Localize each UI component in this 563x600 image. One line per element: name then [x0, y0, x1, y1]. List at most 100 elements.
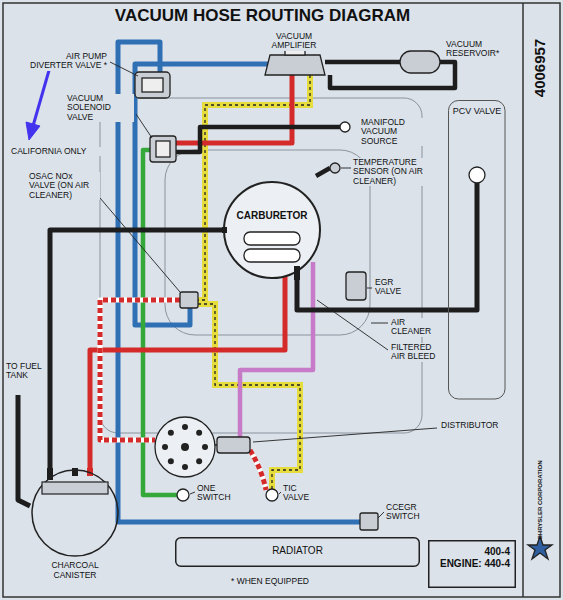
blue-hose — [118, 42, 360, 522]
distributor-terminal — [196, 458, 202, 464]
component-symbols — [180, 292, 198, 308]
panel-outline — [449, 101, 506, 400]
distributor-terminal — [196, 430, 202, 436]
carburetor-circle: CARBURETOR — [222, 180, 322, 280]
part-label: MANIFOLD VACUUM SOURCE — [360, 118, 430, 146]
part-number: 4006957 — [532, 38, 549, 98]
node-text-group: RADIATOR — [175, 537, 420, 557]
blue-hose — [118, 42, 360, 522]
pcv-panel: PCV VALVE — [448, 100, 506, 400]
hose-nipple — [222, 227, 227, 233]
node-label: PCV VALVE — [452, 106, 502, 116]
label-frame — [522, 3, 524, 597]
leader-line — [341, 168, 351, 169]
vacuum-hose — [50, 230, 222, 468]
striped-hose — [250, 450, 266, 490]
component-symbols — [469, 167, 485, 183]
maker-name: CHRYSLER CORPORATION — [537, 459, 544, 540]
leader-line — [110, 62, 138, 76]
component-symbols — [177, 489, 189, 501]
distributor-terminal — [202, 444, 208, 450]
node-text-group: PCV VALVE — [448, 100, 506, 116]
component-symbols — [217, 437, 250, 453]
leader-line — [253, 428, 437, 442]
component-symbols — [215, 444, 217, 445]
part-label: EGR VALVE — [374, 278, 418, 297]
node-text-group: 400-4ENGINE: 440-4 — [428, 540, 516, 569]
engine-box: 400-4ENGINE: 440-4 — [428, 540, 516, 588]
leader-line — [367, 288, 372, 289]
engine-outline — [165, 150, 370, 335]
annotation-arrow — [26, 122, 40, 140]
charcoal-canister-outline — [30, 468, 120, 558]
part-label: FILTERED AIR BLEED — [390, 343, 446, 362]
component-symbols — [155, 417, 215, 477]
striped-hose — [100, 300, 180, 440]
striped-hose — [100, 300, 180, 440]
part-label: TO FUEL TANK — [5, 362, 45, 381]
part-label: TEMPERATURE SENSOR (ON AIR CLEANER) — [352, 158, 434, 186]
note-label: CALIFORNIA ONLY — [10, 147, 110, 156]
black-hose — [448, 183, 477, 310]
part-label: ONE SWITCH — [196, 484, 238, 503]
part-label: AIR PUMP DIVERTER VALVE * — [20, 52, 108, 71]
component-symbols — [135, 72, 170, 98]
box-outline — [176, 538, 420, 567]
black-hose — [325, 60, 400, 65]
label-frame — [3, 3, 560, 597]
part-label: VACUUM AMPLIFIER — [258, 32, 330, 51]
leader-line — [371, 323, 388, 324]
component-symbols — [135, 45, 552, 559]
canister-tube — [72, 468, 78, 476]
node-label: RADIATOR — [179, 545, 416, 557]
component-symbols — [150, 136, 176, 162]
annotation-arrow — [26, 60, 52, 140]
leader-line — [279, 492, 281, 494]
diagram-title: VACUUM HOSE ROUTING DIAGRAM — [10, 6, 515, 26]
distributor-cap-terminals — [162, 424, 208, 470]
pcv-panel-outline — [448, 100, 506, 400]
vacuum-hose — [297, 280, 448, 310]
distributor-terminal — [182, 424, 188, 430]
node-label: 400-4 — [432, 546, 510, 558]
radiator-band: RADIATOR — [175, 537, 420, 567]
part-label: VACUUM RESERVOIR* — [445, 40, 517, 59]
distributor-terminal — [168, 430, 174, 436]
component-symbols — [142, 78, 163, 92]
red-hose — [175, 75, 292, 143]
node-label: CHARCOAL CANISTER — [45, 561, 105, 581]
black-hose — [18, 62, 477, 506]
node-label: ENGINE: 440-4 — [432, 558, 510, 570]
leader-line — [190, 492, 195, 494]
distributor-center — [181, 443, 189, 451]
node-label: CARBURETOR — [226, 210, 318, 222]
component-symbols — [346, 272, 366, 300]
canister-top — [42, 482, 108, 494]
carburetor-barrel — [244, 232, 300, 245]
hose-nipple — [294, 266, 300, 280]
charcoal-canister: CHARCOAL CANISTER — [30, 468, 120, 558]
part-label: TIC VALVE — [282, 484, 322, 503]
part-label: OSAC NOx VALVE (ON AIR CLEANER) — [28, 172, 100, 200]
component-symbols — [266, 489, 278, 501]
component-symbols — [360, 513, 378, 530]
leader-line — [100, 198, 180, 292]
component-symbols — [265, 55, 325, 75]
part-label: CCEGR SWITCH — [385, 503, 437, 522]
canister-outline — [32, 470, 118, 556]
carburetor-body — [224, 182, 320, 278]
striped-hose — [250, 450, 266, 490]
footnote: * WHEN EQUIPPED — [195, 577, 345, 586]
part-label: DISTRIBUTOR — [440, 421, 508, 430]
leader-line — [378, 512, 384, 518]
node-text-group: CHARCOAL CANISTER — [45, 561, 105, 581]
black-hose — [316, 168, 330, 176]
leader-line — [136, 114, 152, 138]
component-symbols — [340, 122, 350, 132]
box-outline — [429, 541, 516, 588]
part-label: AIR CLEANER — [390, 318, 447, 337]
pink-hose — [240, 262, 313, 437]
